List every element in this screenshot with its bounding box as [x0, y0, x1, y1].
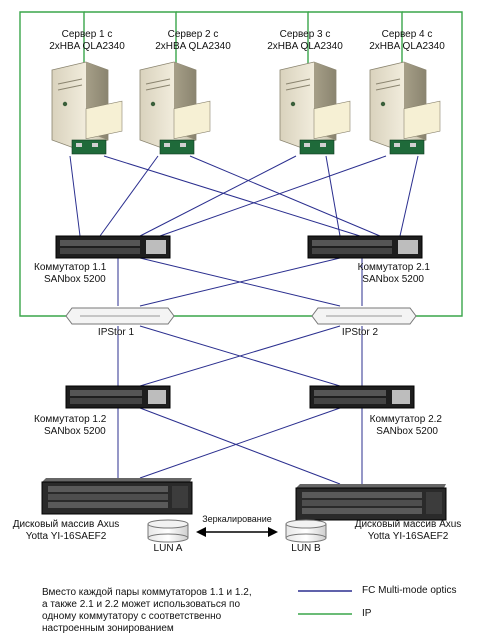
fc-link: [139, 407, 341, 479]
lun-a-cylinder: [147, 519, 189, 543]
switch-2-2-label-line1: Коммутатор 2.2: [369, 414, 442, 425]
server-3-label: Сервер 3 с 2xHBA QLA2340: [258, 29, 352, 53]
server-2-label-line2: 2xHBA QLA2340: [155, 41, 231, 52]
ipstor-2: [311, 307, 417, 325]
ip-line-right: [402, 11, 463, 317]
fc-link: [69, 155, 81, 237]
switch-1-2-label-line2: SANbox 5200: [44, 426, 106, 437]
server-1-label-line2: 2xHBA QLA2340: [49, 41, 125, 52]
switch-2-1-label-line1: Коммутатор 2.1: [357, 262, 430, 273]
mirror-label: Зеркалирование: [202, 514, 272, 524]
lun-b-cylinder: [285, 519, 327, 543]
fc-link: [399, 155, 419, 237]
server-4: [369, 61, 441, 155]
fc-links: [69, 155, 419, 615]
ip-line-server1: [19, 11, 85, 317]
switch-1-1-label: Коммутатор 1.1 SANbox 5200: [34, 262, 106, 286]
switch-2-2: [309, 385, 415, 409]
footnote: Вместо каждой пары коммутаторов 1.1 и 1.…: [42, 587, 252, 634]
switch-2-1-label-line2: SANbox 5200: [362, 274, 424, 285]
switch-2-2-label: Коммутатор 2.2 SANbox 5200: [334, 414, 442, 438]
legend-fc-label: FC Multi-mode optics: [362, 585, 457, 596]
lun-a-label: LUN A: [153, 543, 183, 554]
fc-link: [139, 155, 297, 237]
ipstor-2-label: IPStor 2: [341, 327, 379, 338]
legend-ip-label: IP: [362, 608, 372, 619]
fc-link: [189, 155, 381, 237]
switch-1-1-label-line1: Коммутатор 1.1: [34, 262, 107, 273]
disk-array-2-label-line1: Дисковый массив Axus: [354, 519, 462, 530]
disk-array-1-label-line2: Yotta YI-16SAEF2: [25, 531, 107, 542]
switch-1-2: [65, 385, 171, 409]
disk-array-1-label: Дисковый массив Axus Yotta YI-16SAEF2: [4, 519, 128, 543]
fc-link: [325, 155, 341, 237]
fc-link: [139, 407, 341, 485]
switch-1-1-label-line2: SANbox 5200: [44, 274, 106, 285]
ipstor-1-label: IPStor 1: [97, 327, 135, 338]
disk-array-1: [41, 478, 193, 515]
server-4-label-line2: 2xHBA QLA2340: [369, 41, 445, 52]
server-1-label-line1: Сервер 1 с: [61, 29, 113, 40]
fc-link: [99, 155, 159, 237]
fc-link: [103, 155, 361, 237]
fc-link: [139, 257, 341, 307]
mirror-arrow: [196, 527, 278, 537]
lun-b-label: LUN B: [291, 543, 321, 554]
ipstor-1: [65, 307, 175, 325]
server-4-label: Сервер 4 с 2xHBA QLA2340: [360, 29, 454, 53]
server-2-label: Сервер 2 с 2xHBA QLA2340: [146, 29, 240, 53]
disk-array-1-label-line1: Дисковый массив Axus: [12, 519, 120, 530]
server-3: [279, 61, 351, 155]
fc-link: [139, 325, 341, 387]
server-4-label-line1: Сервер 4 с: [381, 29, 433, 40]
switch-2-1-label: Коммутатор 2.1 SANbox 5200: [330, 262, 430, 286]
switch-1-2-label: Коммутатор 1.2 SANbox 5200: [34, 414, 106, 438]
disk-array-2-label: Дисковый массив Axus Yotta YI-16SAEF2: [346, 519, 470, 543]
server-3-label-line2: 2xHBA QLA2340: [267, 41, 343, 52]
server-2: [139, 61, 211, 155]
disk-array-2-label-line2: Yotta YI-16SAEF2: [367, 531, 449, 542]
ip-network-lines: [19, 11, 463, 317]
server-3-label-line1: Сервер 3 с: [279, 29, 331, 40]
server-1-label: Сервер 1 с 2xHBA QLA2340: [40, 29, 134, 53]
switch-2-1: [307, 235, 423, 259]
server-2-label-line1: Сервер 2 с: [167, 29, 219, 40]
switch-1-1: [55, 235, 171, 259]
switch-2-2-label-line2: SANbox 5200: [376, 426, 438, 437]
disk-array-2: [295, 484, 447, 521]
fc-link: [159, 155, 387, 237]
server-1: [51, 61, 123, 155]
switch-1-2-label-line1: Коммутатор 1.2: [34, 414, 107, 425]
